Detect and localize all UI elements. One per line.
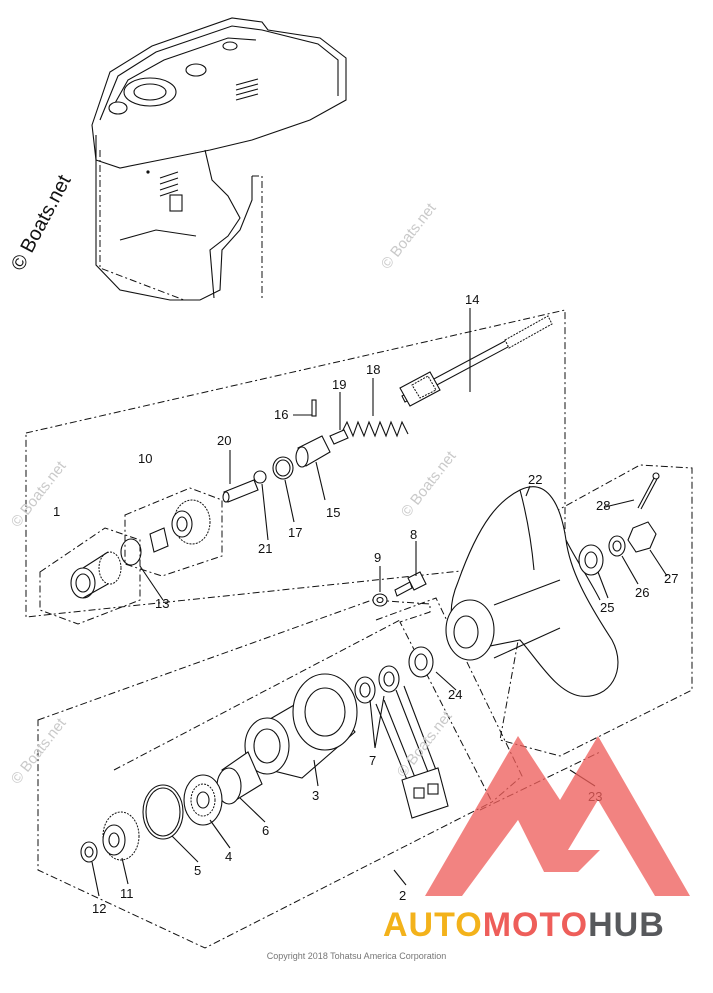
callout-26: 26: [635, 585, 649, 600]
logo-auto: AUTO: [383, 906, 483, 944]
drive-shaft-parts: [70, 315, 553, 599]
copyright-text: Copyright 2018 Tohatsu America Corporati…: [266, 951, 447, 961]
propeller-shaft-parts: [80, 571, 449, 863]
callout-6: 6: [262, 823, 269, 838]
callout-21: 21: [258, 541, 272, 556]
callout-11: 11: [120, 886, 134, 901]
watermark-3: © Boats.net: [398, 447, 460, 520]
callout-5: 5: [194, 863, 201, 878]
callout-16: 16: [274, 407, 288, 422]
callout-28: 28: [596, 498, 610, 513]
callout-1: 1: [53, 504, 60, 519]
callout-18: 18: [366, 362, 380, 377]
logo-hub: HUB: [588, 906, 665, 944]
callout-10: 10: [138, 451, 152, 466]
watermark-2: © Boats.net: [8, 457, 70, 530]
callout-13: 13: [155, 596, 169, 611]
watermarks: © Boats.net © Boats.net © Boats.net © Bo…: [7, 171, 460, 787]
callout-25: 25: [600, 600, 614, 615]
callout-4: 4: [225, 849, 232, 864]
callout-24: 24: [448, 687, 462, 702]
watermark-main: © Boats.net: [7, 171, 76, 274]
callout-2: 2: [399, 888, 406, 903]
callout-9: 9: [374, 550, 381, 565]
gear-case-housing: [91, 17, 347, 301]
watermark-5: © Boats.net: [394, 707, 456, 780]
callout-12: 12: [92, 901, 106, 916]
callout-17: 17: [288, 525, 302, 540]
callout-14: 14: [465, 292, 479, 307]
callout-20: 20: [217, 433, 231, 448]
watermark-4: © Boats.net: [8, 714, 70, 787]
leader-lines: [91, 308, 668, 897]
callout-27: 27: [664, 571, 678, 586]
callout-15: 15: [326, 505, 340, 520]
callout-19: 19: [332, 377, 346, 392]
watermark-1: © Boats.net: [378, 199, 440, 272]
callout-22: 22: [528, 472, 542, 487]
automotohub-logo-text: AUTOMOTOHUB: [383, 906, 665, 945]
callout-3: 3: [312, 788, 319, 803]
callout-8: 8: [410, 527, 417, 542]
propeller: [445, 472, 660, 697]
logo-moto: MOTO: [482, 906, 589, 944]
callout-7: 7: [369, 753, 376, 768]
automotohub-logo-mark: [425, 736, 690, 896]
